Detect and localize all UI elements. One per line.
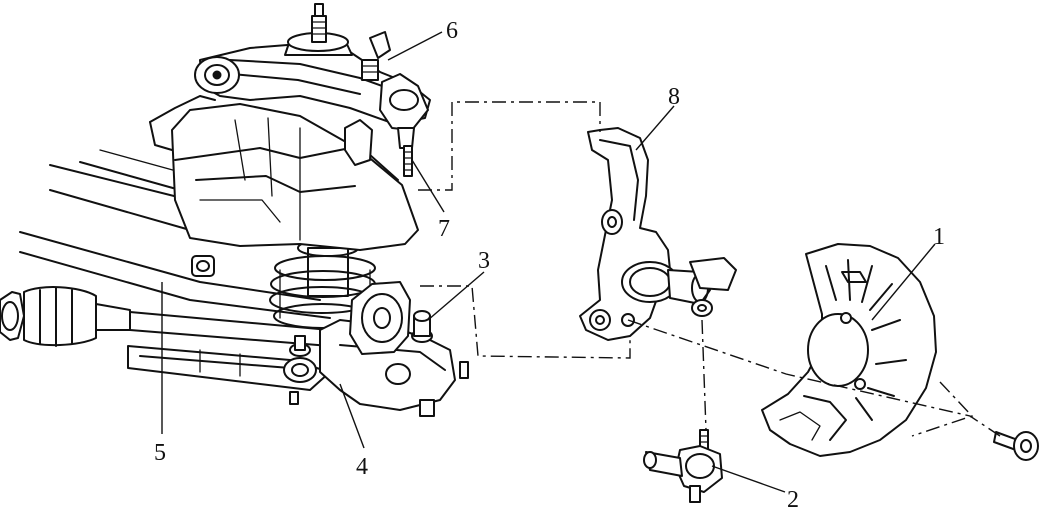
dust-shield xyxy=(761,243,937,457)
callout-4: 4 xyxy=(356,454,368,480)
callout-8: 8 xyxy=(668,84,680,110)
callout-5: 5 xyxy=(154,440,166,466)
stabilizer-bushing xyxy=(191,255,433,355)
leader-1 xyxy=(871,243,936,321)
leader-6 xyxy=(387,31,443,61)
upper-control-arm xyxy=(194,3,431,177)
leader-2 xyxy=(711,465,786,493)
callout-2: 2 xyxy=(787,487,799,511)
callout-6: 6 xyxy=(446,18,458,44)
leader-7 xyxy=(411,159,445,213)
shield-bolt xyxy=(993,431,1039,461)
steering-knuckle xyxy=(579,127,737,341)
leader-4 xyxy=(339,383,365,449)
leader-lines xyxy=(161,31,936,493)
leader-3 xyxy=(427,271,485,321)
drive-axle xyxy=(0,286,331,347)
spring-tower xyxy=(149,95,419,251)
leader-8 xyxy=(635,105,675,151)
callout-1: 1 xyxy=(933,224,945,250)
callout-numbers: 1 2 3 4 5 6 7 8 xyxy=(154,18,945,511)
assembly-lines xyxy=(418,101,1001,437)
callout-7: 7 xyxy=(438,216,450,242)
lower-ball-joint xyxy=(643,429,723,503)
callout-3: 3 xyxy=(478,248,490,274)
